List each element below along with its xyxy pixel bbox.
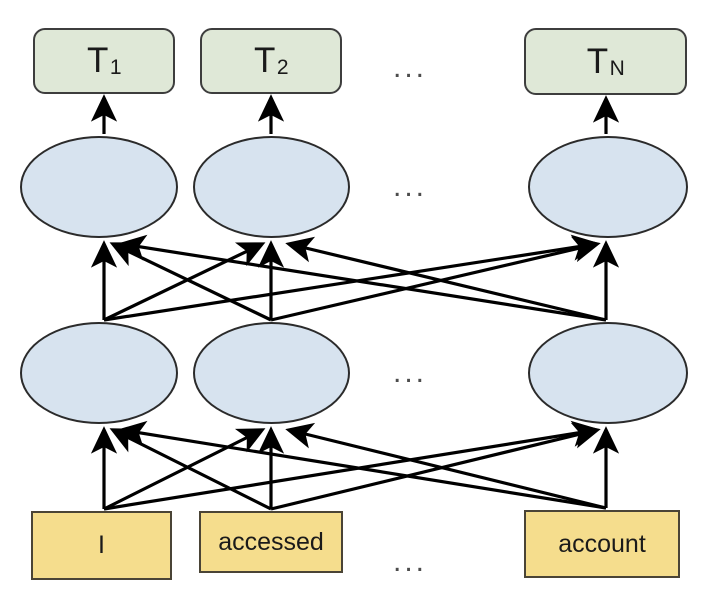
output-box-tn-base: T	[586, 41, 609, 81]
output-box-tn-subscript: N	[609, 56, 626, 80]
output-box-t2-base: T	[253, 41, 276, 80]
ellipsis-hidden-lower-row: ...	[392, 356, 427, 389]
ellipsis-token-row: ...	[392, 545, 427, 578]
token-box-accessed[interactable]: accessed	[199, 511, 343, 573]
token-box-i[interactable]: I	[31, 511, 172, 580]
token-box-account-label: account	[558, 529, 646, 558]
hidden-cell-upper-1[interactable]	[20, 136, 178, 238]
hidden-cell-upper-2[interactable]	[193, 136, 350, 238]
output-box-t2-subscript: 2	[276, 56, 290, 79]
hidden-cell-lower-1[interactable]	[20, 322, 178, 424]
token-box-account[interactable]: account	[524, 510, 680, 578]
output-box-t1-subscript: 1	[109, 56, 123, 79]
hidden-cell-upper-n[interactable]	[528, 136, 688, 238]
output-box-t1-base: T	[86, 41, 109, 80]
token-box-accessed-label: accessed	[218, 527, 324, 556]
ellipsis-hidden-upper-row: ...	[392, 170, 427, 203]
hidden-cell-lower-2[interactable]	[193, 322, 350, 424]
hidden-cell-lower-n[interactable]	[528, 322, 688, 424]
ellipsis-output-row: ...	[392, 51, 427, 84]
token-box-i-label: I	[98, 531, 105, 559]
